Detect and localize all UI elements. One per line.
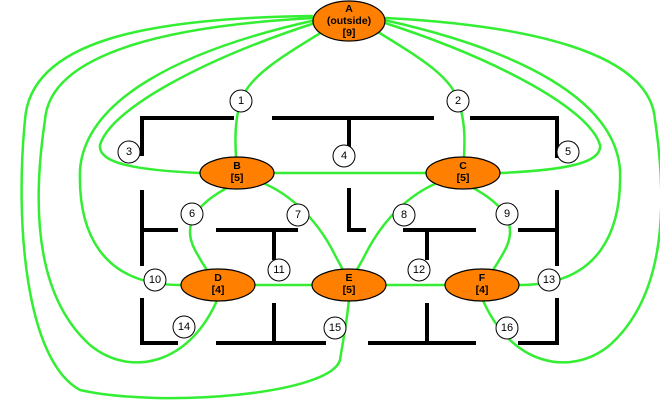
door-8: 8 — [392, 203, 416, 227]
wall-mid-right — [518, 190, 559, 266]
door-5: 5 — [556, 140, 580, 164]
door-1: 1 — [229, 89, 253, 113]
node-name: D — [214, 272, 222, 284]
node-subtitle: (outside) — [327, 15, 371, 27]
node-count: [5] — [343, 284, 356, 296]
node-count: [5] — [457, 172, 470, 184]
wall-top-left — [140, 116, 234, 156]
door-label: 10 — [149, 274, 161, 286]
door-label: 15 — [329, 322, 341, 334]
door-label: 14 — [178, 321, 190, 333]
node-count: [4] — [212, 284, 225, 296]
door-15: 15 — [323, 316, 347, 340]
door-label: 13 — [543, 274, 555, 286]
door-label: 8 — [401, 209, 407, 221]
door-9: 9 — [495, 202, 519, 226]
edge-door-13 — [382, 18, 622, 287]
nodes: A (outside) [9] B [5] C [5] D [4] E [5] … — [180, 0, 520, 302]
door-label: 16 — [501, 322, 513, 334]
node-E: E [5] — [311, 268, 387, 302]
node-name: A — [345, 3, 353, 15]
door-label: 7 — [295, 209, 301, 221]
node-name: C — [459, 160, 467, 172]
node-name: B — [233, 160, 241, 172]
node-A: A (outside) [9] — [312, 0, 386, 42]
wall-mid-center-right — [403, 228, 476, 260]
door-label: 6 — [189, 208, 195, 220]
wall-bottom-center-left — [216, 303, 326, 345]
wall-bottom-center-right — [368, 303, 476, 345]
door-label: 5 — [565, 146, 571, 158]
door-3: 3 — [117, 140, 141, 164]
edge-door-15 — [20, 14, 351, 400]
door-label: 12 — [413, 264, 425, 276]
node-count: [5] — [231, 172, 244, 184]
door-10: 10 — [143, 268, 167, 292]
node-F: F [4] — [444, 268, 520, 302]
wall-mid-left — [140, 190, 178, 266]
edge-door-3 — [98, 20, 320, 175]
wall-top-right — [470, 116, 559, 158]
edge-door-5 — [380, 20, 602, 175]
door-7: 7 — [286, 203, 310, 227]
edges — [20, 14, 660, 400]
door-label: 1 — [238, 95, 244, 107]
door-label: 3 — [126, 146, 132, 158]
node-C: C [5] — [425, 156, 501, 190]
wall-bottom-right — [518, 298, 559, 345]
door-13: 13 — [537, 268, 561, 292]
wall-bottom-left — [140, 298, 178, 345]
node-name: F — [479, 272, 486, 284]
wall-top-middle — [272, 116, 434, 152]
edge-door-16 — [384, 16, 660, 364]
door-14: 14 — [172, 315, 196, 339]
door-4: 4 — [332, 144, 356, 168]
walls — [140, 116, 559, 345]
node-count: [4] — [476, 284, 489, 296]
door-11: 11 — [267, 258, 291, 282]
edge-door-8 — [347, 178, 447, 287]
door-label: 2 — [455, 95, 461, 107]
edge-door-10 — [78, 18, 318, 287]
door-6: 6 — [180, 202, 204, 226]
wall-mid-center-left — [216, 228, 298, 260]
door-label: 9 — [504, 208, 510, 220]
node-D: D [4] — [180, 268, 256, 302]
edge-door-14 — [37, 16, 316, 364]
wall-mid-center — [347, 188, 366, 232]
doors: 1 2 3 4 5 6 7 8 9 10 11 12 13 14 15 16 — [117, 89, 580, 340]
door-2: 2 — [446, 89, 470, 113]
node-count: [9] — [343, 27, 356, 39]
door-label: 4 — [341, 150, 347, 162]
node-B: B [5] — [199, 156, 275, 190]
node-name: E — [345, 272, 352, 284]
door-12: 12 — [407, 258, 431, 282]
door-label: 11 — [273, 264, 284, 276]
door-16: 16 — [495, 316, 519, 340]
